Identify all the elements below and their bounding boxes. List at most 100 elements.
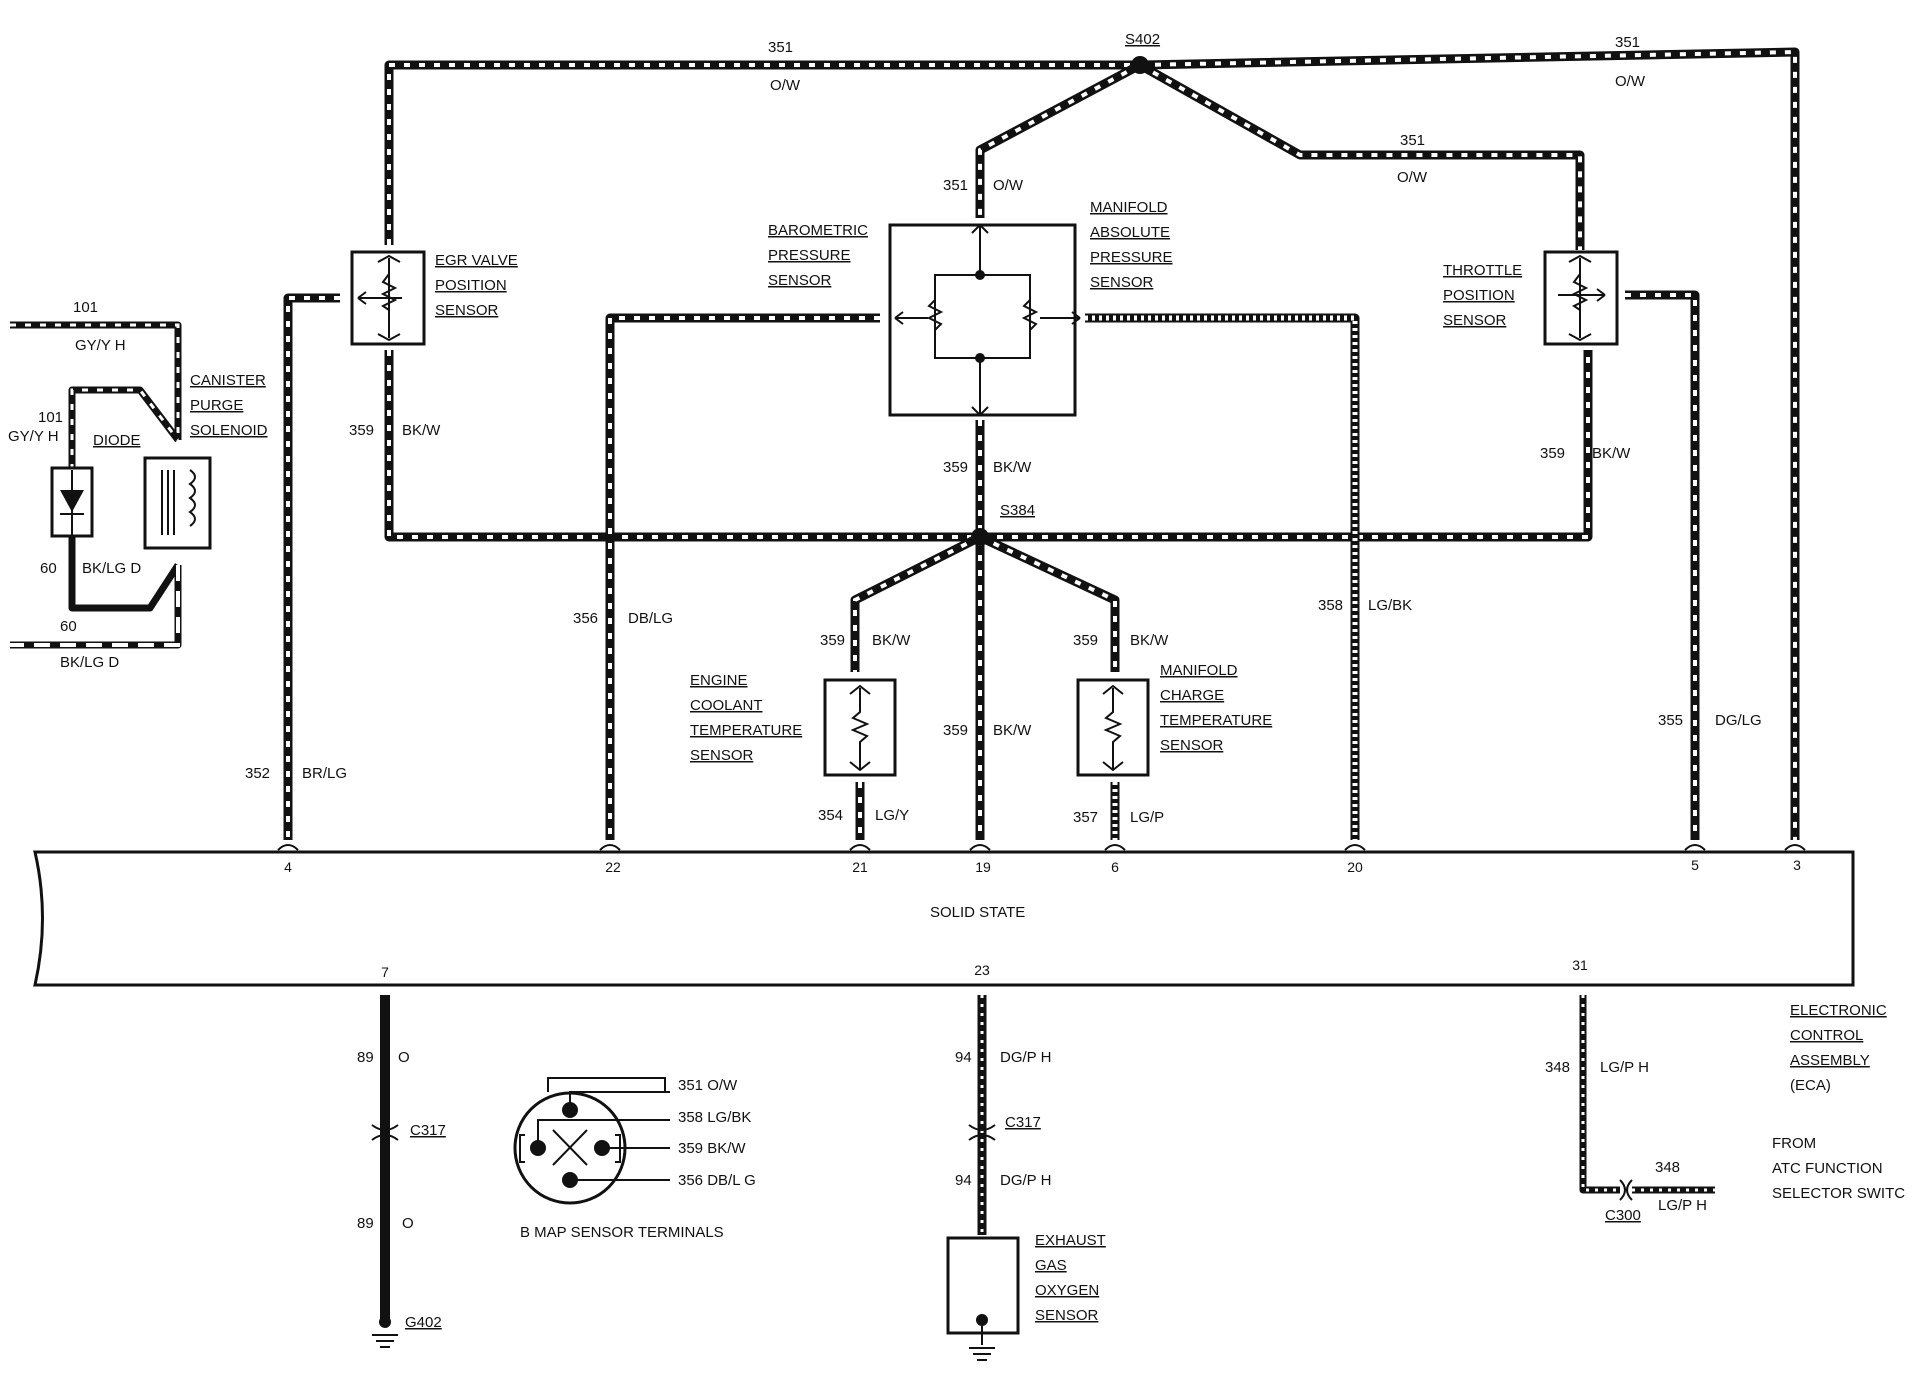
svg-text:PRESSURE: PRESSURE — [768, 247, 851, 264]
eca-pin: 7 — [381, 964, 389, 980]
wire-label: LG/BK — [1368, 597, 1412, 614]
svg-text:SENSOR: SENSOR — [1090, 274, 1154, 291]
wire-101-60-network — [10, 321, 182, 649]
eca-pin: 21 — [852, 859, 868, 875]
wire-348 — [1579, 995, 1715, 1194]
egr-valve-position-sensor — [350, 250, 426, 346]
wire-label: GY/Y H — [75, 337, 126, 354]
egr-label: EGR VALVE POSITION SENSOR — [435, 252, 518, 319]
electronic-control-assembly — [33, 844, 1855, 987]
wire-356 — [605, 313, 880, 840]
wire-label: BK/LG D — [60, 654, 119, 671]
wire-label: BK/W — [993, 459, 1032, 476]
svg-text:CHARGE: CHARGE — [1160, 687, 1224, 704]
eca-pin: 20 — [1347, 859, 1363, 875]
wire-label: DG/P H — [1000, 1049, 1051, 1066]
wire-label: 60 — [40, 560, 57, 577]
map-sensor-terminal-view — [513, 1077, 670, 1205]
wire-label: 351 — [1615, 34, 1640, 51]
svg-text:CONTROL: CONTROL — [1790, 1027, 1863, 1044]
exhaust-gas-oxygen-sensor — [946, 1236, 1020, 1361]
map-terminal-label: 351 O/W — [678, 1077, 738, 1094]
baro-label: BAROMETRIC PRESSURE SENSOR — [768, 222, 868, 289]
diode-label: DIODE — [93, 432, 141, 449]
wire-label: 89 — [357, 1049, 374, 1066]
wire-label: 60 — [60, 618, 77, 635]
svg-text:(ECA): (ECA) — [1790, 1077, 1831, 1094]
svg-text:ASSEMBLY: ASSEMBLY — [1790, 1052, 1870, 1069]
connector-c317-right — [968, 1124, 996, 1141]
wire-label: 348 — [1545, 1059, 1570, 1076]
svg-text:SENSOR: SENSOR — [435, 302, 499, 319]
svg-text:EXHAUST: EXHAUST — [1035, 1232, 1106, 1249]
svg-text:THROTTLE: THROTTLE — [1443, 262, 1522, 279]
eca-pin: 4 — [284, 859, 292, 875]
ground-label: G402 — [405, 1314, 442, 1331]
svg-text:POSITION: POSITION — [1443, 287, 1515, 304]
wire-label: LG/Y — [875, 807, 909, 824]
map-terminal-label: 358 LG/BK — [678, 1109, 751, 1126]
svg-text:SENSOR: SENSOR — [690, 747, 754, 764]
eca-pin: 22 — [605, 859, 621, 875]
svg-text:MANIFOLD: MANIFOLD — [1090, 199, 1168, 216]
eca-pin: 6 — [1111, 859, 1119, 875]
splice-s402-dot — [1131, 56, 1149, 74]
wire-label: 359 — [1540, 445, 1565, 462]
throttle-label: THROTTLE POSITION SENSOR — [1443, 262, 1522, 329]
wire-label: 101 — [38, 409, 63, 426]
wire-label: LG/P — [1130, 809, 1164, 826]
svg-text:BAROMETRIC: BAROMETRIC — [768, 222, 868, 239]
manifold-charge-temperature-sensor — [1076, 678, 1150, 777]
dual-pressure-sensor — [888, 223, 1081, 417]
map-terminal-label: 359 BK/W — [678, 1140, 746, 1157]
wire-label: 351 — [768, 39, 793, 56]
svg-text:SENSOR: SENSOR — [1160, 737, 1224, 754]
eca-pin: 31 — [1572, 957, 1588, 973]
wire-351-network — [384, 47, 1800, 840]
eca-body-label: SOLID STATE — [930, 904, 1025, 921]
connector-c300 — [1619, 1179, 1633, 1201]
ground-g402 — [372, 1316, 398, 1348]
svg-text:MANIFOLD: MANIFOLD — [1160, 662, 1238, 679]
wire-label: 89 — [357, 1215, 374, 1232]
wire-label: DG/LG — [1715, 712, 1762, 729]
svg-text:ENGINE: ENGINE — [690, 672, 748, 689]
canister-label: CANISTER PURGE SOLENOID — [190, 372, 268, 439]
svg-text:ABSOLUTE: ABSOLUTE — [1090, 224, 1170, 241]
wire-label: BK/W — [1592, 445, 1631, 462]
wire-label: 359 — [943, 722, 968, 739]
wire-label: 352 — [245, 765, 270, 782]
coolant-label: ENGINE COOLANT TEMPERATURE SENSOR — [690, 672, 802, 764]
wire-358 — [1085, 313, 1360, 840]
map-label: MANIFOLD ABSOLUTE PRESSURE SENSOR — [1090, 199, 1173, 291]
canister-purge-solenoid — [143, 456, 212, 550]
wire-label: BK/W — [1130, 632, 1169, 649]
wire-label: O/W — [1397, 169, 1428, 186]
wire-label: 359 — [820, 632, 845, 649]
connector-c317-left — [371, 1124, 399, 1141]
wire-label: BK/W — [993, 722, 1032, 739]
wire-label: 356 — [573, 610, 598, 627]
map-terminals-caption: B MAP SENSOR TERMINALS — [520, 1224, 724, 1241]
svg-text:SENSOR: SENSOR — [1443, 312, 1507, 329]
svg-text:PURGE: PURGE — [190, 397, 243, 414]
wire-label: O — [398, 1049, 410, 1066]
wire-label: 94 — [955, 1172, 972, 1189]
wire-label: 358 — [1318, 597, 1343, 614]
wire-label: O/W — [993, 177, 1024, 194]
svg-text:OXYGEN: OXYGEN — [1035, 1282, 1099, 1299]
wire-label: LG/P H — [1600, 1059, 1649, 1076]
connector-label: C317 — [1005, 1114, 1041, 1131]
eca-pin: 19 — [975, 859, 991, 875]
engine-coolant-temperature-sensor — [823, 678, 897, 777]
eca-label: ELECTRONIC CONTROL ASSEMBLY (ECA) — [1790, 1002, 1887, 1094]
wire-label: 348 — [1655, 1159, 1680, 1176]
svg-text:EGR VALVE: EGR VALVE — [435, 252, 518, 269]
throttle-position-sensor — [1543, 250, 1619, 346]
wire-label: 359 — [943, 459, 968, 476]
wire-label: DB/LG — [628, 610, 673, 627]
wire-label: O/W — [1615, 73, 1646, 90]
wire-label: O/W — [770, 77, 801, 94]
svg-text:SELECTOR SWITC: SELECTOR SWITC — [1772, 1185, 1905, 1202]
